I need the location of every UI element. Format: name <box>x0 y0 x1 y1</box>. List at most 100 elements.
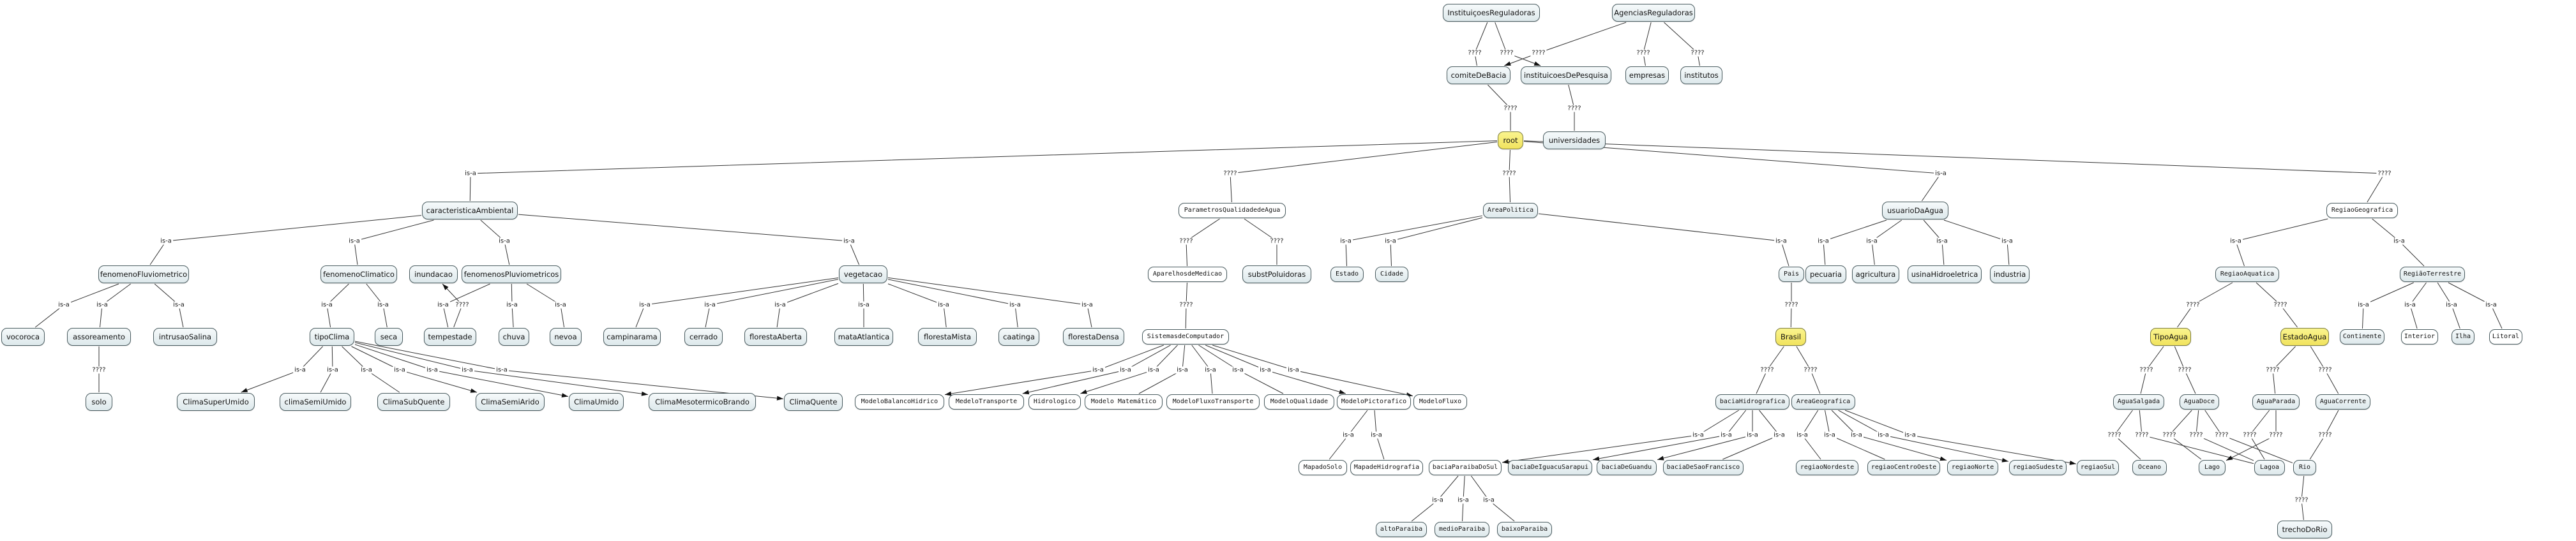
node-rNordeste[interactable]: regiaoNordeste <box>1796 460 1858 475</box>
node-subst[interactable]: substPoluidoras <box>1242 265 1311 283</box>
node-ilha[interactable]: Ilha <box>2452 329 2474 345</box>
edge-line-veget-florDensa[interactable] <box>887 277 1092 328</box>
edge-label-isa[interactable]: is-a <box>1691 431 1705 439</box>
edge-line-regGeo-regAqua[interactable] <box>2235 218 2328 267</box>
edge-line-root-regGeo[interactable] <box>1523 140 2385 203</box>
node-instReg[interactable]: InstituiçoesReguladoras <box>1443 4 1540 22</box>
edge-label-isa[interactable]: is-a <box>773 301 787 309</box>
edge-label-unknown[interactable]: ???? <box>1502 105 1519 112</box>
node-caatinga[interactable]: caatinga <box>998 328 1039 346</box>
edge-label-isa[interactable]: is-a <box>57 301 71 309</box>
node-baciaHidro[interactable]: baciaHidrografica <box>1715 394 1789 410</box>
node-vocoroca[interactable]: vocoroca <box>1 328 45 346</box>
edge-label-isa[interactable]: is-a <box>2000 237 2014 245</box>
edge-line-agReg-institutos[interactable] <box>1664 22 1700 66</box>
node-continente[interactable]: Continente <box>2340 329 2384 345</box>
edge-line-sistemas-mPicto[interactable] <box>1205 345 1346 394</box>
node-industria[interactable]: industria <box>1990 265 2030 283</box>
node-cSuperUmido[interactable]: ClimaSuperUmido <box>177 393 255 411</box>
edge-label-unknown[interactable]: ???? <box>2376 170 2393 177</box>
node-inund[interactable]: inundacao <box>409 265 458 283</box>
edge-label-isa[interactable]: is-a <box>1719 431 1733 439</box>
edge-label-unknown[interactable]: ???? <box>1269 237 1285 245</box>
edge-label-isa[interactable]: is-a <box>1772 431 1786 439</box>
edge-line-caract-veget[interactable] <box>518 214 860 265</box>
edge-line-areaPol-cidade[interactable] <box>1390 217 1483 267</box>
edge-label-unknown[interactable]: ???? <box>1466 49 1483 57</box>
node-cSemiUmido[interactable]: climaSemiUmido <box>280 393 351 411</box>
node-fenFluv[interactable]: fenomenoFluviometrico <box>98 265 189 283</box>
node-chuva[interactable]: chuva <box>499 328 529 346</box>
edge-label-isa[interactable]: is-a <box>1823 431 1837 439</box>
node-cQuente[interactable]: ClimaQuente <box>784 393 843 411</box>
edge-line-areaPol-estado[interactable] <box>1345 215 1483 267</box>
edge-label-isa[interactable]: is-a <box>359 366 373 374</box>
edge-label-isa[interactable]: is-a <box>937 301 951 309</box>
node-aguaDoce[interactable]: AguaDoce <box>2180 394 2219 410</box>
edge-label-isa[interactable]: is-a <box>2403 301 2417 309</box>
edge-line-usuario-industria[interactable] <box>1943 219 2010 265</box>
edge-label-unknown[interactable]: ???? <box>1498 49 1515 57</box>
edge-label-unknown[interactable]: ???? <box>2213 431 2230 439</box>
edge-label-isa[interactable]: is-a <box>1341 431 1355 439</box>
edge-label-isa[interactable]: is-a <box>1816 237 1830 245</box>
edge-label-unknown[interactable]: ???? <box>2134 431 2150 439</box>
node-florMista[interactable]: florestaMista <box>918 328 977 346</box>
node-mataAtl[interactable]: mataAtlantica <box>834 328 893 346</box>
edge-label-unknown[interactable]: ???? <box>1759 366 1775 374</box>
node-oceano[interactable]: Oceano <box>2132 460 2167 475</box>
node-pecuaria[interactable]: pecuaria <box>1805 265 1846 283</box>
node-pais[interactable]: Pais <box>1779 267 1804 282</box>
edge-label-isa[interactable]: is-a <box>1339 237 1353 245</box>
edge-line-root-paramQual[interactable] <box>1230 141 1498 203</box>
edge-label-unknown[interactable]: ???? <box>2264 366 2281 374</box>
edge-label-isa[interactable]: is-a <box>842 237 856 245</box>
node-areaPol[interactable]: AreaPolitica <box>1483 203 1538 218</box>
node-tipoAgua[interactable]: TipoAgua <box>2150 328 2191 346</box>
edge-label-isa[interactable]: is-a <box>2444 301 2459 309</box>
edge-label-isa[interactable]: is-a <box>1091 366 1105 374</box>
edge-label-isa[interactable]: is-a <box>436 301 450 309</box>
edge-label-isa[interactable]: is-a <box>505 301 519 309</box>
node-comite[interactable]: comiteDeBacia <box>1447 66 1510 84</box>
node-rCentroOeste[interactable]: regiaoCentroOeste <box>1867 460 1940 475</box>
edge-line-agReg-comite[interactable] <box>1504 22 1627 66</box>
edge-label-unknown[interactable]: ???? <box>1802 366 1819 374</box>
node-mTransp[interactable]: MedeloTransporte <box>949 394 1024 410</box>
node-aguaSalgada[interactable]: AguaSalgada <box>2113 394 2164 410</box>
edge-label-isa[interactable]: is-a <box>857 301 871 309</box>
edge-label-isa[interactable]: is-a <box>2229 237 2243 245</box>
node-intrusao[interactable]: intrusaoSalina <box>153 328 217 346</box>
node-cSemiArido[interactable]: ClimaSemiArido <box>476 393 545 411</box>
node-mFluxoT[interactable]: ModeloFluxoTransporte <box>1166 394 1260 410</box>
node-brasil[interactable]: Brasil <box>1775 328 1806 346</box>
edge-line-instReg-instPesq[interactable] <box>1495 22 1541 66</box>
edge-line-caract-fenClim[interactable] <box>354 219 434 265</box>
edge-label-isa[interactable]: is-a <box>1119 366 1133 374</box>
node-mHidro[interactable]: Hidrologico <box>1028 394 1081 410</box>
edge-label-isa[interactable]: is-a <box>159 237 173 245</box>
edge-label-isa[interactable]: is-a <box>1383 237 1397 245</box>
node-baixoParaiba[interactable]: baixoParaiba <box>1497 522 1552 537</box>
node-mapaSolo[interactable]: MapadoSolo <box>1299 460 1347 475</box>
node-fenPluv[interactable]: fenomenosPluviometricos <box>462 265 561 283</box>
node-regTerr[interactable]: RegiãoTerrestre <box>2400 267 2465 282</box>
edge-label-unknown[interactable]: ???? <box>1783 301 1800 309</box>
node-campinarama[interactable]: campinarama <box>603 328 661 346</box>
edge-line-areaPol-pais[interactable] <box>1538 213 1789 267</box>
edge-label-isa[interactable]: is-a <box>1934 170 1948 177</box>
edge-label-unknown[interactable]: ???? <box>2106 431 2123 439</box>
node-cerrado[interactable]: cerrado <box>684 328 723 346</box>
edge-label-unknown[interactable]: ???? <box>91 366 107 374</box>
node-agReg[interactable]: AgenciasReguladoras <box>1612 4 1695 22</box>
edge-label-isa[interactable]: is-a <box>1258 366 1272 374</box>
node-mFluxo[interactable]: ModeloFluxo <box>1413 394 1467 410</box>
edge-label-isa[interactable]: is-a <box>1935 237 1949 245</box>
node-assor[interactable]: assoreamento <box>67 328 131 346</box>
edge-label-isa[interactable]: is-a <box>172 301 186 309</box>
edge-label-unknown[interactable]: ???? <box>2272 301 2289 309</box>
node-florDensa[interactable]: florestaDensa <box>1063 328 1124 346</box>
edge-label-isa[interactable]: is-a <box>1482 496 1496 504</box>
edge-label-isa[interactable]: is-a <box>1431 496 1445 504</box>
edge-label-isa[interactable]: is-a <box>1795 431 1809 439</box>
